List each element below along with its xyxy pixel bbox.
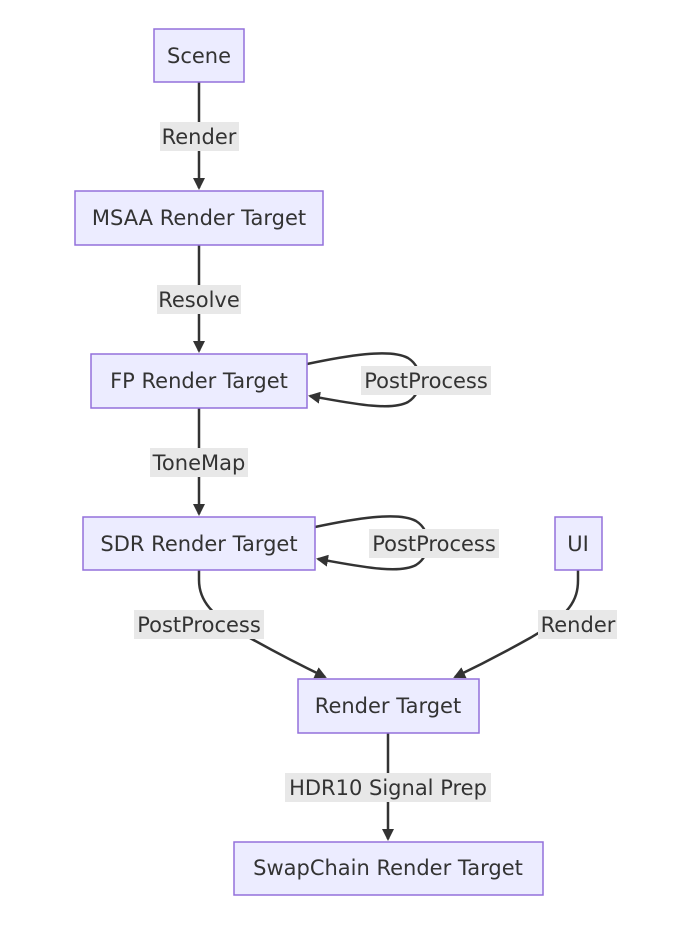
svg-text:SwapChain Render Target: SwapChain Render Target xyxy=(253,856,523,880)
svg-text:HDR10 Signal Prep: HDR10 Signal Prep xyxy=(289,776,487,800)
node-sdr-render-target[interactable]: SDR Render Target xyxy=(82,516,316,571)
node-msaa-render-target[interactable]: MSAA Render Target xyxy=(74,190,324,246)
edge-label-rt-swap: HDR10 Signal Prep xyxy=(285,773,491,802)
node-fp-render-target[interactable]: FP Render Target xyxy=(90,353,308,409)
svg-text:Resolve: Resolve xyxy=(158,288,240,312)
edge-ui-to-rt xyxy=(453,570,580,679)
svg-text:SDR Render Target: SDR Render Target xyxy=(100,532,297,556)
edge-label-msaa-fp: Resolve xyxy=(157,285,241,314)
edge-label-fp-loop: PostProcess xyxy=(361,366,491,395)
svg-text:PostProcess: PostProcess xyxy=(137,613,261,637)
svg-text:FP Render Target: FP Render Target xyxy=(110,369,288,393)
node-scene[interactable]: Scene xyxy=(153,28,245,83)
edge-label-ui-rt: Render xyxy=(538,610,617,639)
node-ui[interactable]: UI xyxy=(554,516,603,571)
edge-label-sdr-rt: PostProcess xyxy=(134,610,264,639)
svg-text:Render: Render xyxy=(541,613,616,637)
node-render-target[interactable]: Render Target xyxy=(297,678,480,734)
svg-text:PostProcess: PostProcess xyxy=(372,532,496,556)
svg-text:Scene: Scene xyxy=(167,44,231,68)
node-swapchain-render-target[interactable]: SwapChain Render Target xyxy=(233,841,544,896)
edge-label-scene-msaa: Render xyxy=(160,122,239,151)
edge-label-fp-sdr: ToneMap xyxy=(150,448,248,477)
svg-text:PostProcess: PostProcess xyxy=(364,369,488,393)
svg-text:ToneMap: ToneMap xyxy=(152,451,246,475)
svg-text:UI: UI xyxy=(567,532,589,556)
svg-text:Render: Render xyxy=(162,125,237,149)
svg-text:Render Target: Render Target xyxy=(315,694,461,718)
svg-text:MSAA Render Target: MSAA Render Target xyxy=(92,206,306,230)
edge-label-sdr-loop: PostProcess xyxy=(369,529,499,558)
